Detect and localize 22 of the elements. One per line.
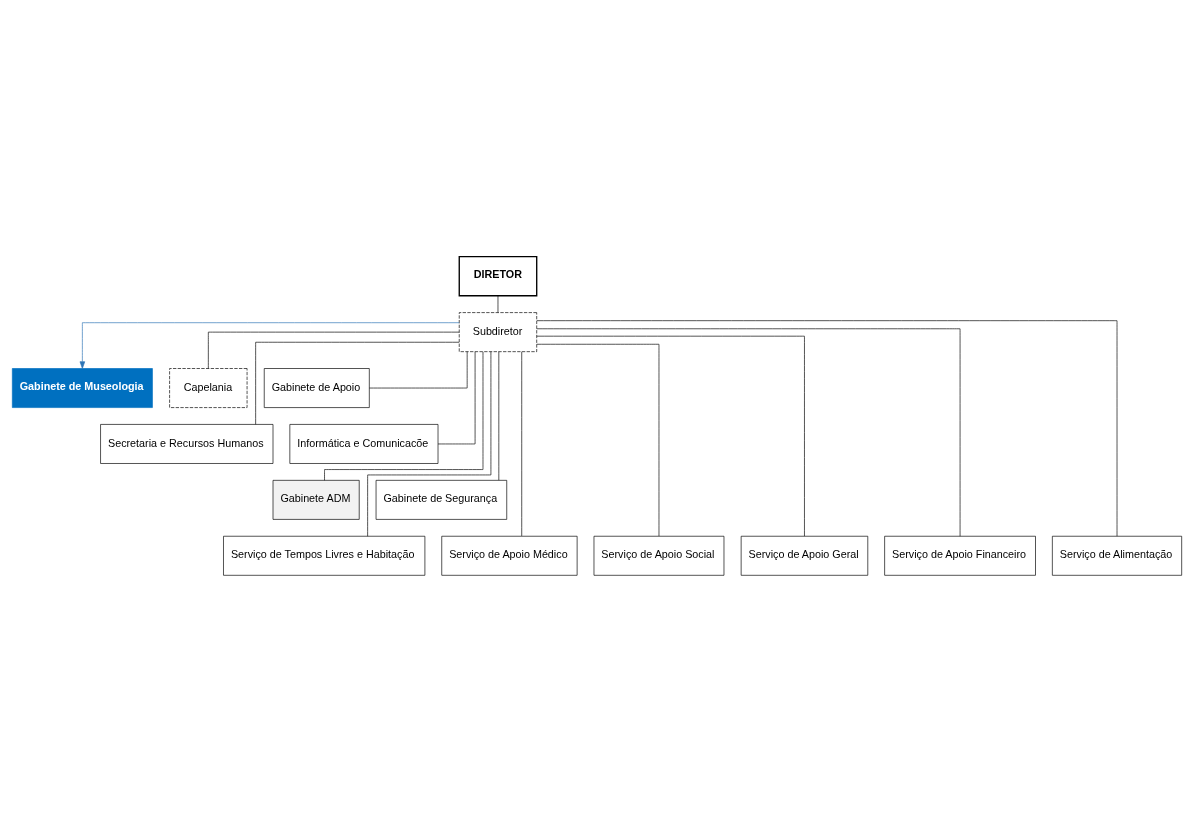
node-box: Gabinete de Museologia [12,368,153,408]
node-box: Gabinete de Apoio [263,368,370,408]
connector [497,295,499,313]
arrow [79,322,460,369]
node-box: Serviço de Apoio Médico [441,535,578,576]
connector [255,341,460,425]
node-box: Serviço de Apoio Financeiro [884,535,1036,576]
node-box: DIRETOR [458,256,538,297]
node-box: Informática e Comunicacõe [289,424,439,464]
node-box: Secretaria e Recursos Humanos [100,424,274,464]
connector [324,351,484,481]
connector [208,331,460,369]
connector [536,335,805,537]
node-box: Gabinete de Segurança [375,480,508,520]
node-box: Serviço de Apoio Social [593,535,725,576]
connector [367,351,492,537]
node-box: Serviço de Apoio Geral [740,535,869,576]
node-box: Gabinete ADM [272,480,360,520]
node-box: Subdiretor [458,312,538,352]
node-box: Capelania [169,368,248,408]
node-box: Serviço de Alimentação [1052,535,1182,576]
node-box: Serviço de Tempos Livres e Habitação [223,535,426,576]
